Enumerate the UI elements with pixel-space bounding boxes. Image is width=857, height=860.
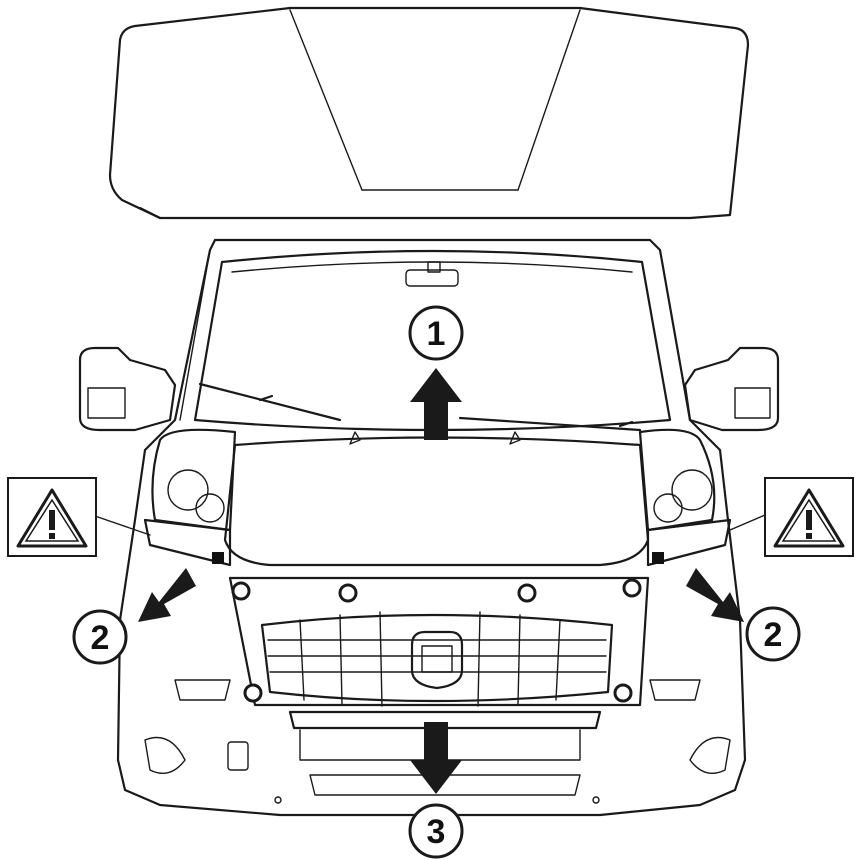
clip — [517, 583, 537, 603]
callout-2-right: 2 — [745, 606, 801, 662]
square-clip-right — [652, 552, 664, 564]
clip — [243, 683, 263, 703]
svg-text:3: 3 — [427, 813, 446, 851]
svg-text:1: 1 — [427, 315, 446, 353]
warning-left — [7, 477, 151, 557]
arrow-down-right — [686, 568, 744, 622]
headlight-left — [151, 428, 237, 532]
clip — [338, 583, 358, 603]
arrow-down-left — [138, 568, 196, 622]
square-clip-left — [212, 552, 224, 564]
callout-1: 1 — [408, 305, 464, 361]
side-mirror-left — [78, 346, 177, 432]
headlight-right — [638, 428, 716, 532]
warning-triangle-icon — [16, 488, 88, 548]
side-mirror-right — [683, 346, 780, 432]
bumper-strip-left — [143, 518, 232, 567]
clip — [622, 578, 642, 598]
warning-triangle-icon — [773, 488, 845, 548]
rearview-mirror — [405, 261, 459, 287]
arrow-down — [410, 722, 462, 794]
clip — [231, 581, 251, 601]
svg-text:2: 2 — [764, 616, 783, 654]
grille-insert — [260, 611, 614, 707]
clip — [613, 683, 633, 703]
bonnet-cover — [223, 436, 650, 567]
warning-right — [729, 477, 854, 557]
callout-2-left: 2 — [72, 609, 128, 665]
front-grille-panel — [228, 576, 650, 707]
callout-3: 3 — [408, 803, 464, 859]
arrow-up — [410, 368, 462, 440]
svg-text:2: 2 — [91, 619, 110, 657]
lower-bumper — [144, 679, 731, 804]
overcab-roof — [108, 6, 750, 220]
bumper-strip-right — [646, 518, 732, 567]
fastening-clips — [231, 578, 642, 703]
